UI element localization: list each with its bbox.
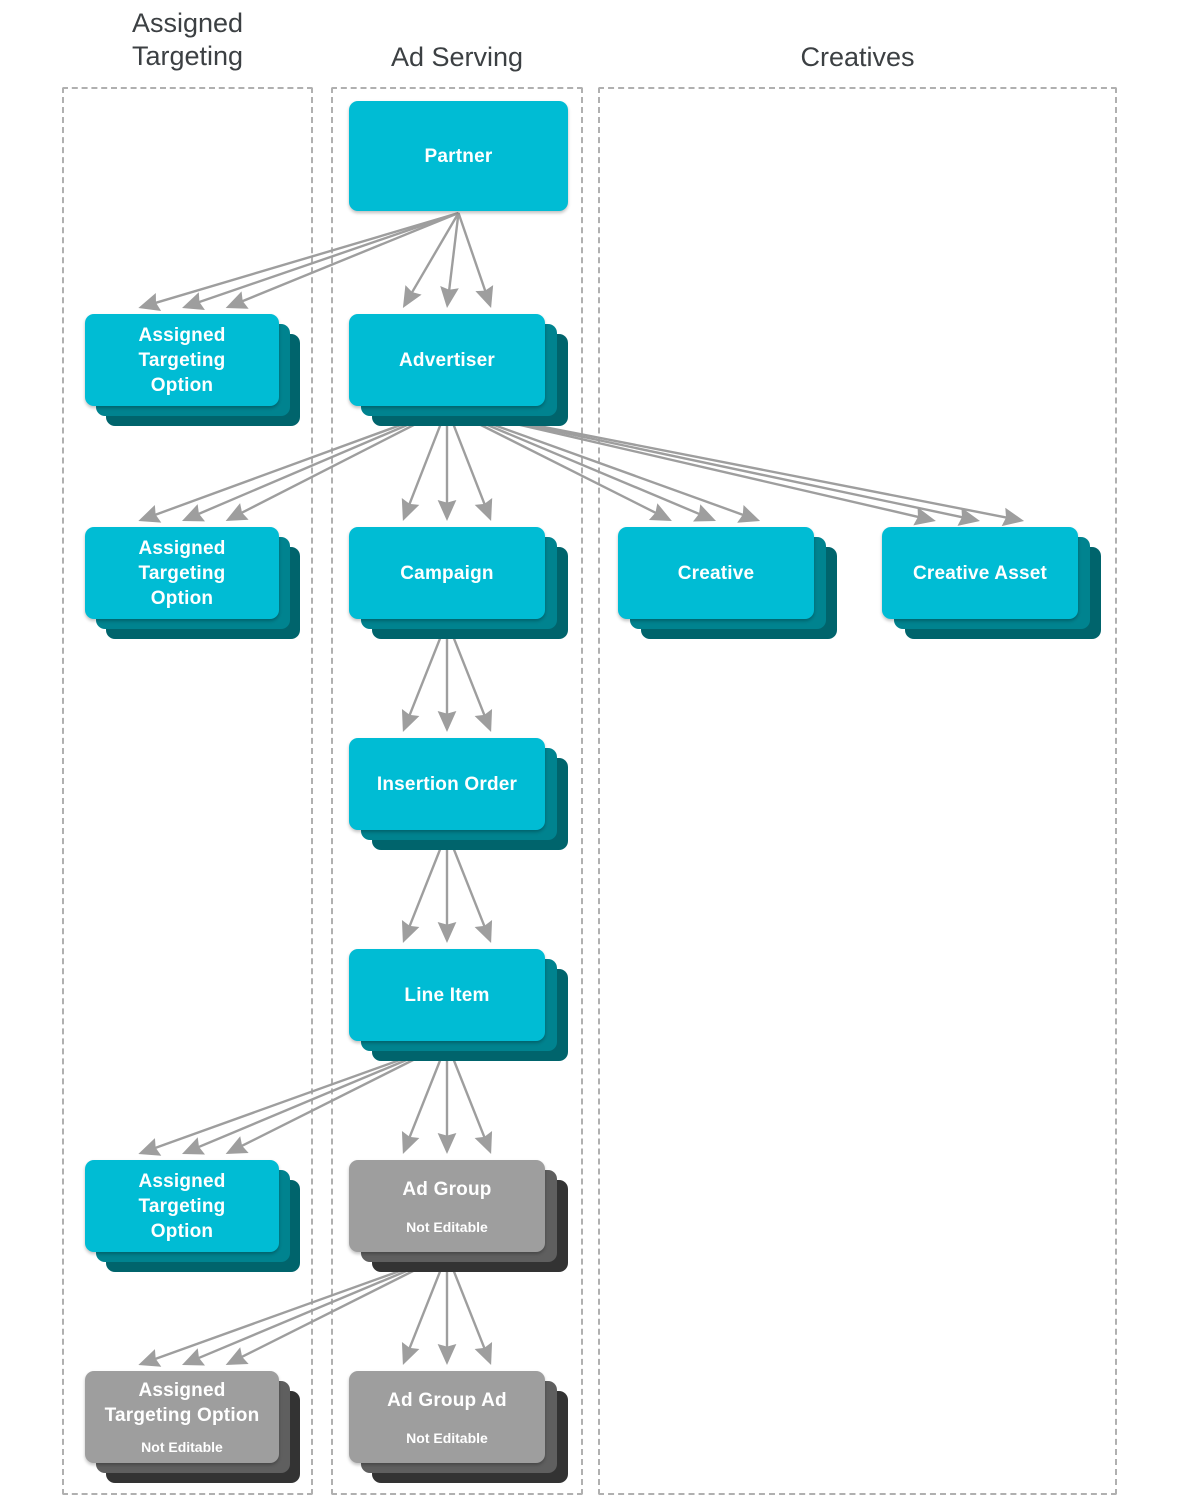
node-card: Assigned Targeting Option bbox=[85, 1160, 279, 1252]
node-assigned-targeting-option-advertiser[interactable]: Assigned Targeting Option bbox=[85, 527, 300, 639]
node-title-line-3: Option bbox=[150, 374, 214, 396]
node-title: Creative Asset bbox=[912, 562, 1048, 584]
node-card: Assigned Targeting Option Not Editable bbox=[85, 1371, 279, 1463]
node-title: Line Item bbox=[404, 984, 490, 1006]
node-card: Campaign bbox=[349, 527, 545, 619]
node-title-line-1: Assigned bbox=[138, 1380, 226, 1401]
node-ad-group[interactable]: Ad Group Not Editable bbox=[349, 1160, 568, 1272]
node-title: Campaign bbox=[400, 562, 494, 584]
node-card: Assigned Targeting Option bbox=[85, 314, 279, 406]
node-title-line-2: Targeting Option bbox=[104, 1405, 260, 1426]
group-label-ad-serving: Ad Serving bbox=[390, 42, 524, 72]
node-title-line-3: Option bbox=[150, 1220, 214, 1242]
node-title: Assigned Targeting Option bbox=[130, 1169, 233, 1244]
group-container-creatives bbox=[598, 87, 1117, 1495]
group-label-line-1: Assigned bbox=[131, 8, 244, 38]
node-creative[interactable]: Creative bbox=[618, 527, 837, 639]
node-note: Not Editable bbox=[406, 1429, 488, 1446]
node-card: Line Item bbox=[349, 949, 545, 1041]
node-card: Insertion Order bbox=[349, 738, 545, 830]
node-title: Creative bbox=[677, 562, 755, 584]
node-title: Ad Group Ad bbox=[387, 1389, 507, 1411]
node-line-item[interactable]: Line Item bbox=[349, 949, 568, 1061]
node-title: Assigned Targeting Option bbox=[130, 536, 233, 611]
node-card: Assigned Targeting Option bbox=[85, 527, 279, 619]
node-assigned-targeting-option-ad-group[interactable]: Assigned Targeting Option Not Editable bbox=[85, 1371, 300, 1483]
node-title: Insertion Order bbox=[376, 773, 518, 795]
node-title-line-1: Assigned bbox=[138, 537, 226, 559]
node-advertiser[interactable]: Advertiser bbox=[349, 314, 568, 426]
node-card: Creative bbox=[618, 527, 814, 619]
node-title-line-1: Assigned bbox=[138, 324, 226, 346]
node-title-line-1: Assigned bbox=[138, 1170, 226, 1192]
group-label-assigned-targeting: Assigned Targeting bbox=[62, 7, 313, 73]
node-ad-group-ad[interactable]: Ad Group Ad Not Editable bbox=[349, 1371, 568, 1483]
node-card: Advertiser bbox=[349, 314, 545, 406]
node-note: Not Editable bbox=[406, 1218, 488, 1235]
node-title-line-2: Targeting bbox=[138, 349, 226, 371]
node-title-line-2: Targeting bbox=[138, 1195, 226, 1217]
node-card: Ad Group Not Editable bbox=[349, 1160, 545, 1252]
node-card: Partner bbox=[349, 101, 568, 211]
node-partner[interactable]: Partner bbox=[349, 101, 568, 211]
node-card: Ad Group Ad Not Editable bbox=[349, 1371, 545, 1463]
node-creative-asset[interactable]: Creative Asset bbox=[882, 527, 1101, 639]
node-title: Assigned Targeting Option bbox=[130, 323, 233, 398]
node-title: Ad Group bbox=[402, 1178, 492, 1200]
group-label-line-2: Targeting bbox=[131, 41, 244, 71]
node-card: Creative Asset bbox=[882, 527, 1078, 619]
node-assigned-targeting-option-partner[interactable]: Assigned Targeting Option bbox=[85, 314, 300, 426]
group-container-ad-serving bbox=[331, 87, 583, 1495]
node-title: Assigned Targeting Option bbox=[97, 1378, 268, 1428]
group-container-assigned-targeting bbox=[62, 87, 313, 1495]
node-title: Partner bbox=[424, 145, 493, 167]
group-label-creatives: Creatives bbox=[800, 42, 915, 72]
node-title-line-3: Option bbox=[150, 587, 214, 609]
node-assigned-targeting-option-line-item[interactable]: Assigned Targeting Option bbox=[85, 1160, 300, 1272]
node-insertion-order[interactable]: Insertion Order bbox=[349, 738, 568, 850]
node-title: Advertiser bbox=[399, 349, 495, 371]
node-title-line-2: Targeting bbox=[138, 562, 226, 584]
node-campaign[interactable]: Campaign bbox=[349, 527, 568, 639]
node-note: Not Editable bbox=[141, 1439, 223, 1455]
